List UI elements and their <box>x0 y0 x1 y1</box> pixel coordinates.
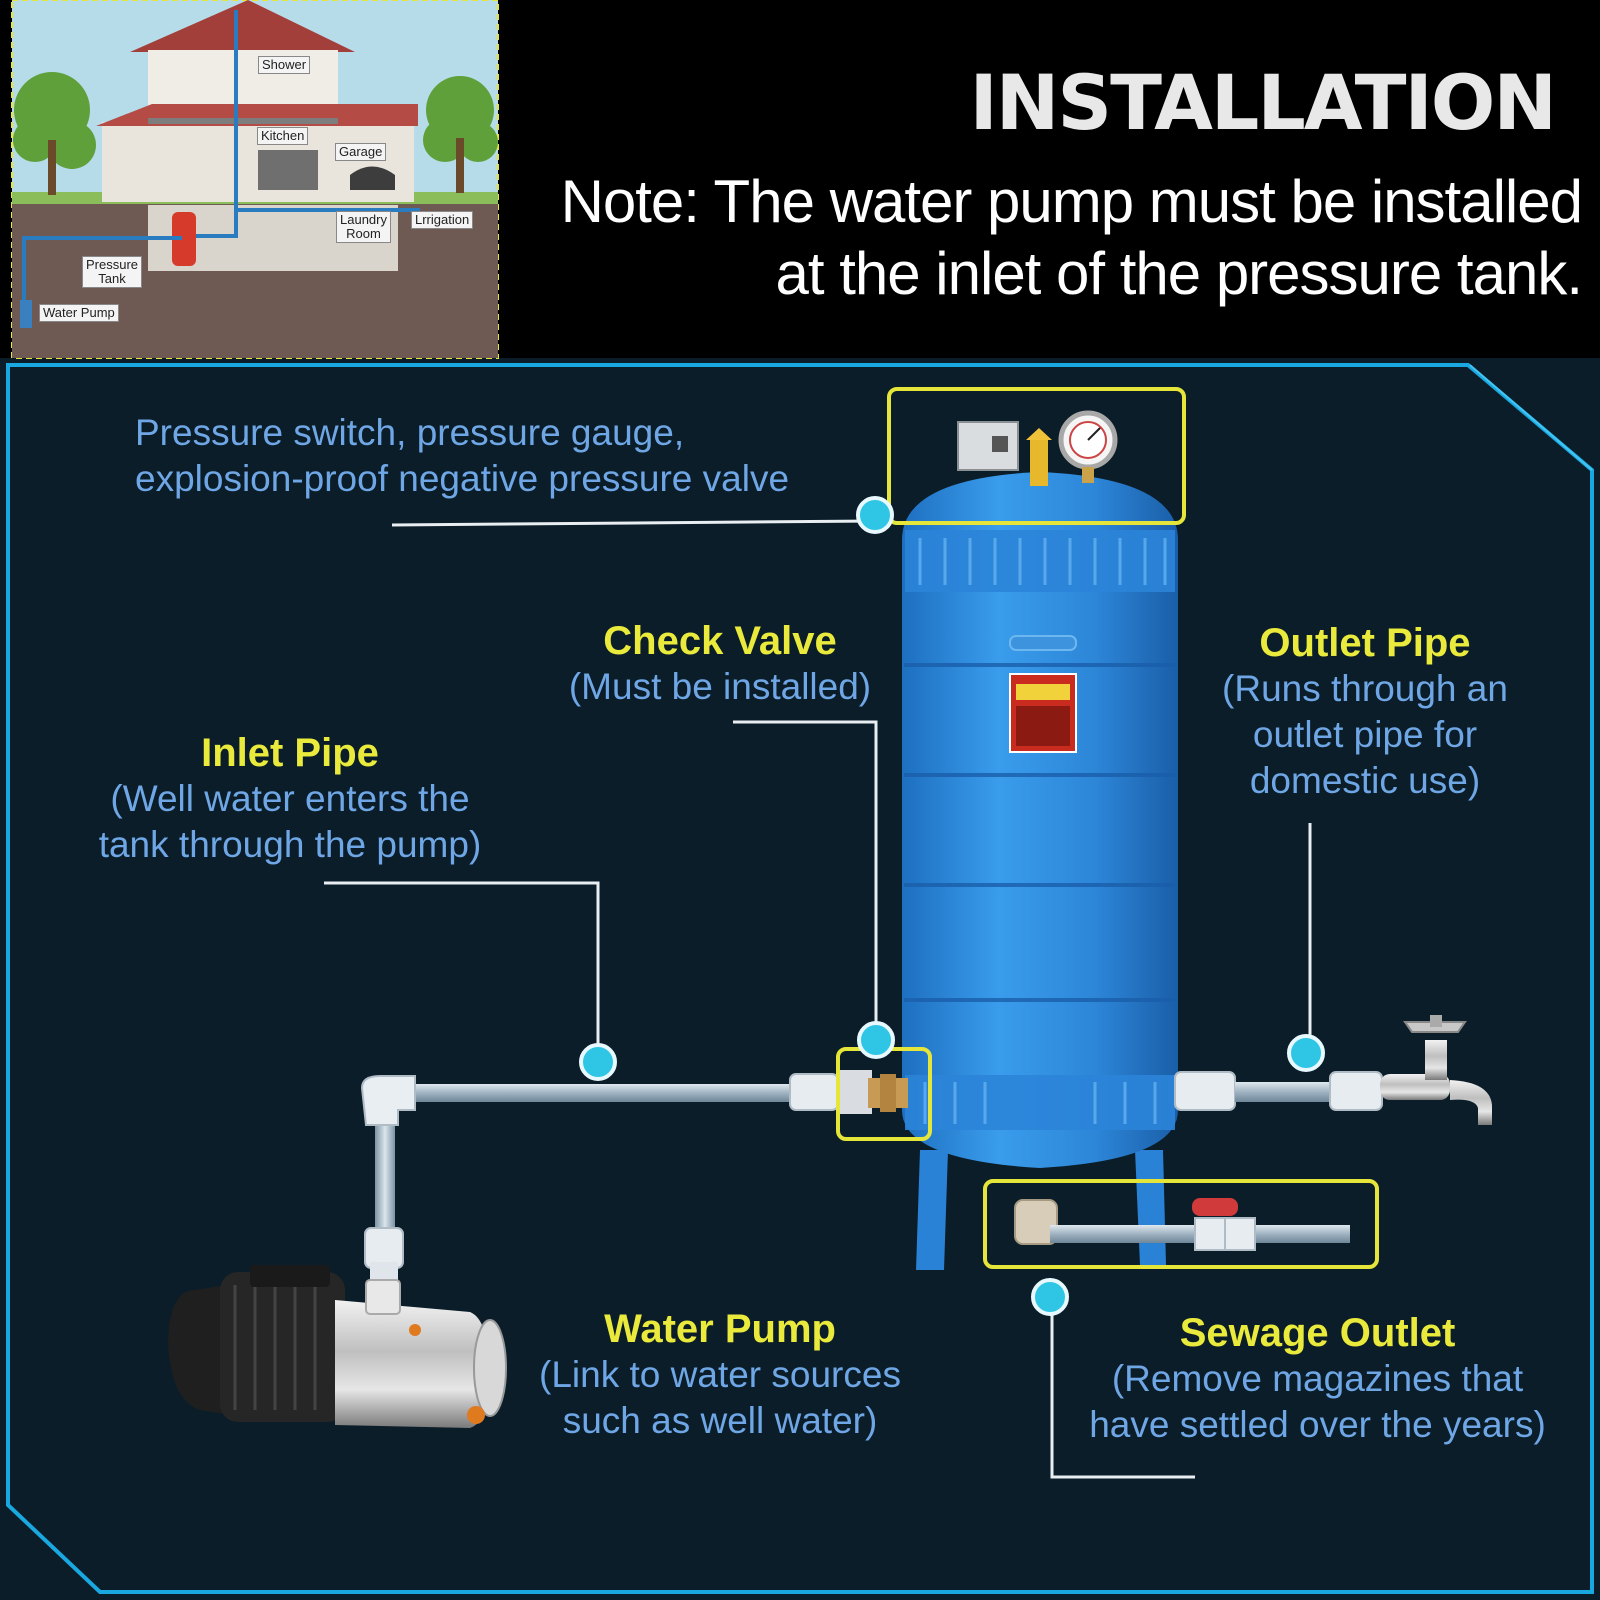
callout-outlet-pipe-line1: (Runs through an <box>1222 668 1508 709</box>
house-label-shower: Shower <box>258 56 311 74</box>
callout-outlet-pipe: Outlet Pipe (Runs through an outlet pipe… <box>1180 620 1550 804</box>
house-plumbing-diagram <box>11 0 499 359</box>
callout-pressure-switch-line1: Pressure switch, pressure gauge, <box>135 412 685 453</box>
house-label-laundry-line1: Laundry <box>340 212 387 227</box>
house-label-irrigation: Lrrigation <box>411 211 474 229</box>
house-label-pressure-tank: Pressure Tank <box>82 256 143 288</box>
highlight-sewage <box>983 1179 1379 1269</box>
callout-lines <box>324 519 1312 1479</box>
callout-sewage-outlet-line1: (Remove magazines that <box>1111 1358 1524 1399</box>
inlet-piping <box>360 1070 908 1292</box>
pressure-switch-assembly <box>957 410 1118 486</box>
note-line-1: Note: The water pump must be installed <box>560 168 1583 235</box>
callout-water-pump-title: Water Pump <box>604 1307 836 1351</box>
panel-frame <box>6 363 1594 1594</box>
callout-outlet-pipe-line3: domestic use) <box>1249 760 1481 801</box>
callout-sewage-outlet-line2: have settled over the years) <box>1089 1404 1546 1445</box>
faucet <box>1380 1015 1492 1125</box>
house-label-pressure-tank-line1: Pressure <box>86 257 139 272</box>
callout-inlet-pipe-line1: (Well water enters the <box>110 778 470 819</box>
house-label-water-pump: Water Pump <box>39 304 119 322</box>
house-label-laundry: Laundry Room <box>336 211 391 243</box>
callout-water-pump-line2: such as well water) <box>562 1400 878 1441</box>
note-line-2: at the inlet of the pressure tank. <box>775 240 1583 307</box>
water-pump <box>168 1265 507 1428</box>
page-title: INSTALLATION <box>969 58 1557 147</box>
callout-outlet-pipe-line2: outlet pipe for <box>1252 714 1478 755</box>
callout-sewage-outlet: Sewage Outlet (Remove magazines that hav… <box>1050 1310 1585 1448</box>
callout-sewage-outlet-title: Sewage Outlet <box>1179 1311 1456 1355</box>
callout-pressure-switch-line2: explosion-proof negative pressure valve <box>135 458 790 499</box>
house-label-garage: Garage <box>335 143 387 161</box>
callout-check-valve: Check Valve (Must be installed) <box>545 618 895 710</box>
house-label-pressure-tank-line2: Tank <box>98 271 126 286</box>
callout-water-pump-line1: (Link to water sources <box>539 1354 901 1395</box>
callout-outlet-pipe-title: Outlet Pipe <box>1259 621 1471 665</box>
panel-frame-inner <box>1469 364 1593 471</box>
installation-note: Note: The water pump must be installed a… <box>522 166 1583 310</box>
callout-inlet-pipe-line2: tank through the pump) <box>98 824 482 865</box>
callout-inlet-pipe: Inlet Pipe (Well water enters the tank t… <box>60 730 520 868</box>
callout-pressure-switch: Pressure switch, pressure gauge, explosi… <box>135 410 789 502</box>
callout-water-pump: Water Pump (Link to water sources such a… <box>510 1306 930 1444</box>
outlet-piping <box>1174 1015 1492 1125</box>
house-label-laundry-line2: Room <box>346 226 381 241</box>
callout-inlet-pipe-title: Inlet Pipe <box>201 731 379 775</box>
sewage-outlet-piping <box>1014 1198 1350 1251</box>
pressure-tank <box>902 472 1178 1168</box>
callout-check-valve-title: Check Valve <box>603 619 837 663</box>
callout-check-valve-line1: (Must be installed) <box>568 666 872 707</box>
highlight-top-fittings <box>887 387 1186 525</box>
house-label-kitchen: Kitchen <box>257 127 309 145</box>
callout-dots <box>579 496 1325 1316</box>
